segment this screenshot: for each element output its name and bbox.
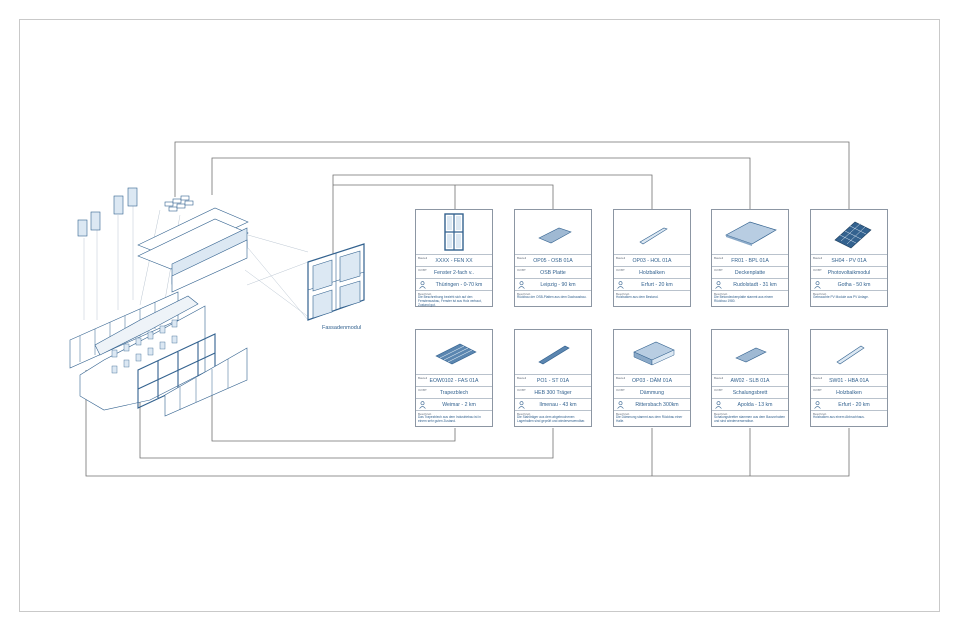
card-description: Die Betondeckenplatte stammt aus einem R…: [714, 295, 773, 303]
window-thumb-icon: [444, 213, 464, 251]
person-icon: [715, 281, 722, 289]
pv-panel-icon: [834, 221, 872, 249]
connector-steel: [139, 390, 554, 459]
card-name: OSB Platte: [540, 270, 566, 276]
facade-module: [307, 243, 365, 321]
person-icon: [419, 281, 426, 289]
building-axonometric: [69, 187, 365, 417]
card-code: EOW0102 - FAS 01A: [429, 378, 479, 384]
connector-pv: [174, 141, 850, 210]
card-name: Deckenplatte: [734, 270, 766, 276]
card-description: Rückbau der OSB-Platten aus dem Dachausb…: [517, 295, 587, 299]
person-icon: [518, 401, 525, 409]
person-icon: [617, 281, 624, 289]
diagram-frame: [19, 19, 940, 612]
card-location: Rudolstadt - 31 km: [733, 282, 777, 288]
person-icon: [814, 401, 821, 409]
card-code: OP03 - HOL 01A: [632, 258, 672, 264]
card-code: FR01 - BPL 01A: [731, 258, 769, 264]
card-name: Photovoltaikmodul: [827, 270, 871, 276]
card-name: Holzbalken: [836, 390, 862, 396]
card-description: Holzbalken aus dem Bestand.: [616, 295, 659, 299]
card-name: Dämmung: [640, 390, 664, 396]
trapezoidal-sheet-icon: [435, 343, 477, 365]
card-name: Holzbalken: [639, 270, 665, 276]
connector-timber: [85, 370, 850, 477]
card-description: Gebrauchte PV Module aus PV Anlage.: [813, 295, 869, 299]
person-icon: [814, 281, 821, 289]
card-location: Ilmenau - 43 km: [539, 402, 577, 408]
card-description: Holzbalken aus einem Abbruchhaus.: [813, 415, 865, 419]
card-description: Die Stahlträger aus dem abgebrochenen La…: [517, 415, 586, 423]
card-location: Weimar - 2 km: [442, 402, 476, 408]
person-icon: [419, 401, 426, 409]
insulation-icon: [633, 341, 675, 366]
card-code: SH04 - PV 01A: [831, 258, 867, 264]
card-location: Apolda - 13 km: [737, 402, 773, 408]
house-roof: [94, 295, 199, 356]
card-description: Die Beschreibung bezieht sich auf den Fe…: [418, 295, 482, 307]
beam-icon: [639, 227, 668, 245]
card-location: Erfurt - 20 km: [838, 402, 870, 408]
card-code: OP03 - DÄM 01A: [631, 378, 673, 384]
slab-icon: [725, 221, 777, 246]
card-name: Trapezblech: [439, 390, 469, 396]
card-description: Schalungsbretter stammen aus dem Bauvorh…: [714, 415, 786, 423]
floor-slabs: [137, 207, 249, 293]
card-location: Rittersbach 300km: [635, 402, 679, 408]
connector-slab: [211, 157, 751, 210]
steel-beam-icon: [538, 345, 570, 365]
card-name: HEB 300 Träger: [534, 390, 572, 396]
card-code: AW02 - SLB 01A: [730, 378, 770, 384]
card-code: XXXX - FEN XX: [435, 258, 473, 264]
connector-trapez: [211, 390, 456, 442]
connector-osb: [333, 184, 554, 210]
card-description: Das Trapezblech aus dem Industriebau ist…: [418, 415, 481, 423]
card-name: Fenster 2-fach v..: [434, 270, 474, 276]
card-name: Schalungsbrett: [732, 390, 768, 396]
osb-panel-icon: [538, 227, 572, 244]
facade-module-label: Fassadenmodul: [322, 325, 362, 331]
timber-beam-icon: [836, 345, 865, 365]
person-icon: [518, 281, 525, 289]
card-code: PO1 - ST 01A: [536, 378, 570, 384]
person-icon: [715, 401, 722, 409]
connector-lines: [85, 141, 850, 477]
board-icon: [735, 347, 767, 363]
card-location: Leipzig - 90 km: [540, 282, 576, 288]
window-elements: [77, 187, 138, 237]
card-location: Thüringen - 0-70 km: [435, 282, 483, 288]
card-code: OP05 - OSB 01A: [533, 258, 573, 264]
card-code: SW01 - HBA 01A: [829, 378, 869, 384]
roof-tiles: [164, 195, 194, 212]
facade-panel-right: [164, 347, 248, 417]
card-location: Erfurt - 20 km: [641, 282, 673, 288]
connector-beam: [332, 174, 653, 255]
card-description: Die Dämmung stammt aus dem Rückbau einer…: [616, 415, 683, 423]
card-location: Gotha - 50 km: [837, 282, 871, 288]
person-icon: [617, 401, 624, 409]
